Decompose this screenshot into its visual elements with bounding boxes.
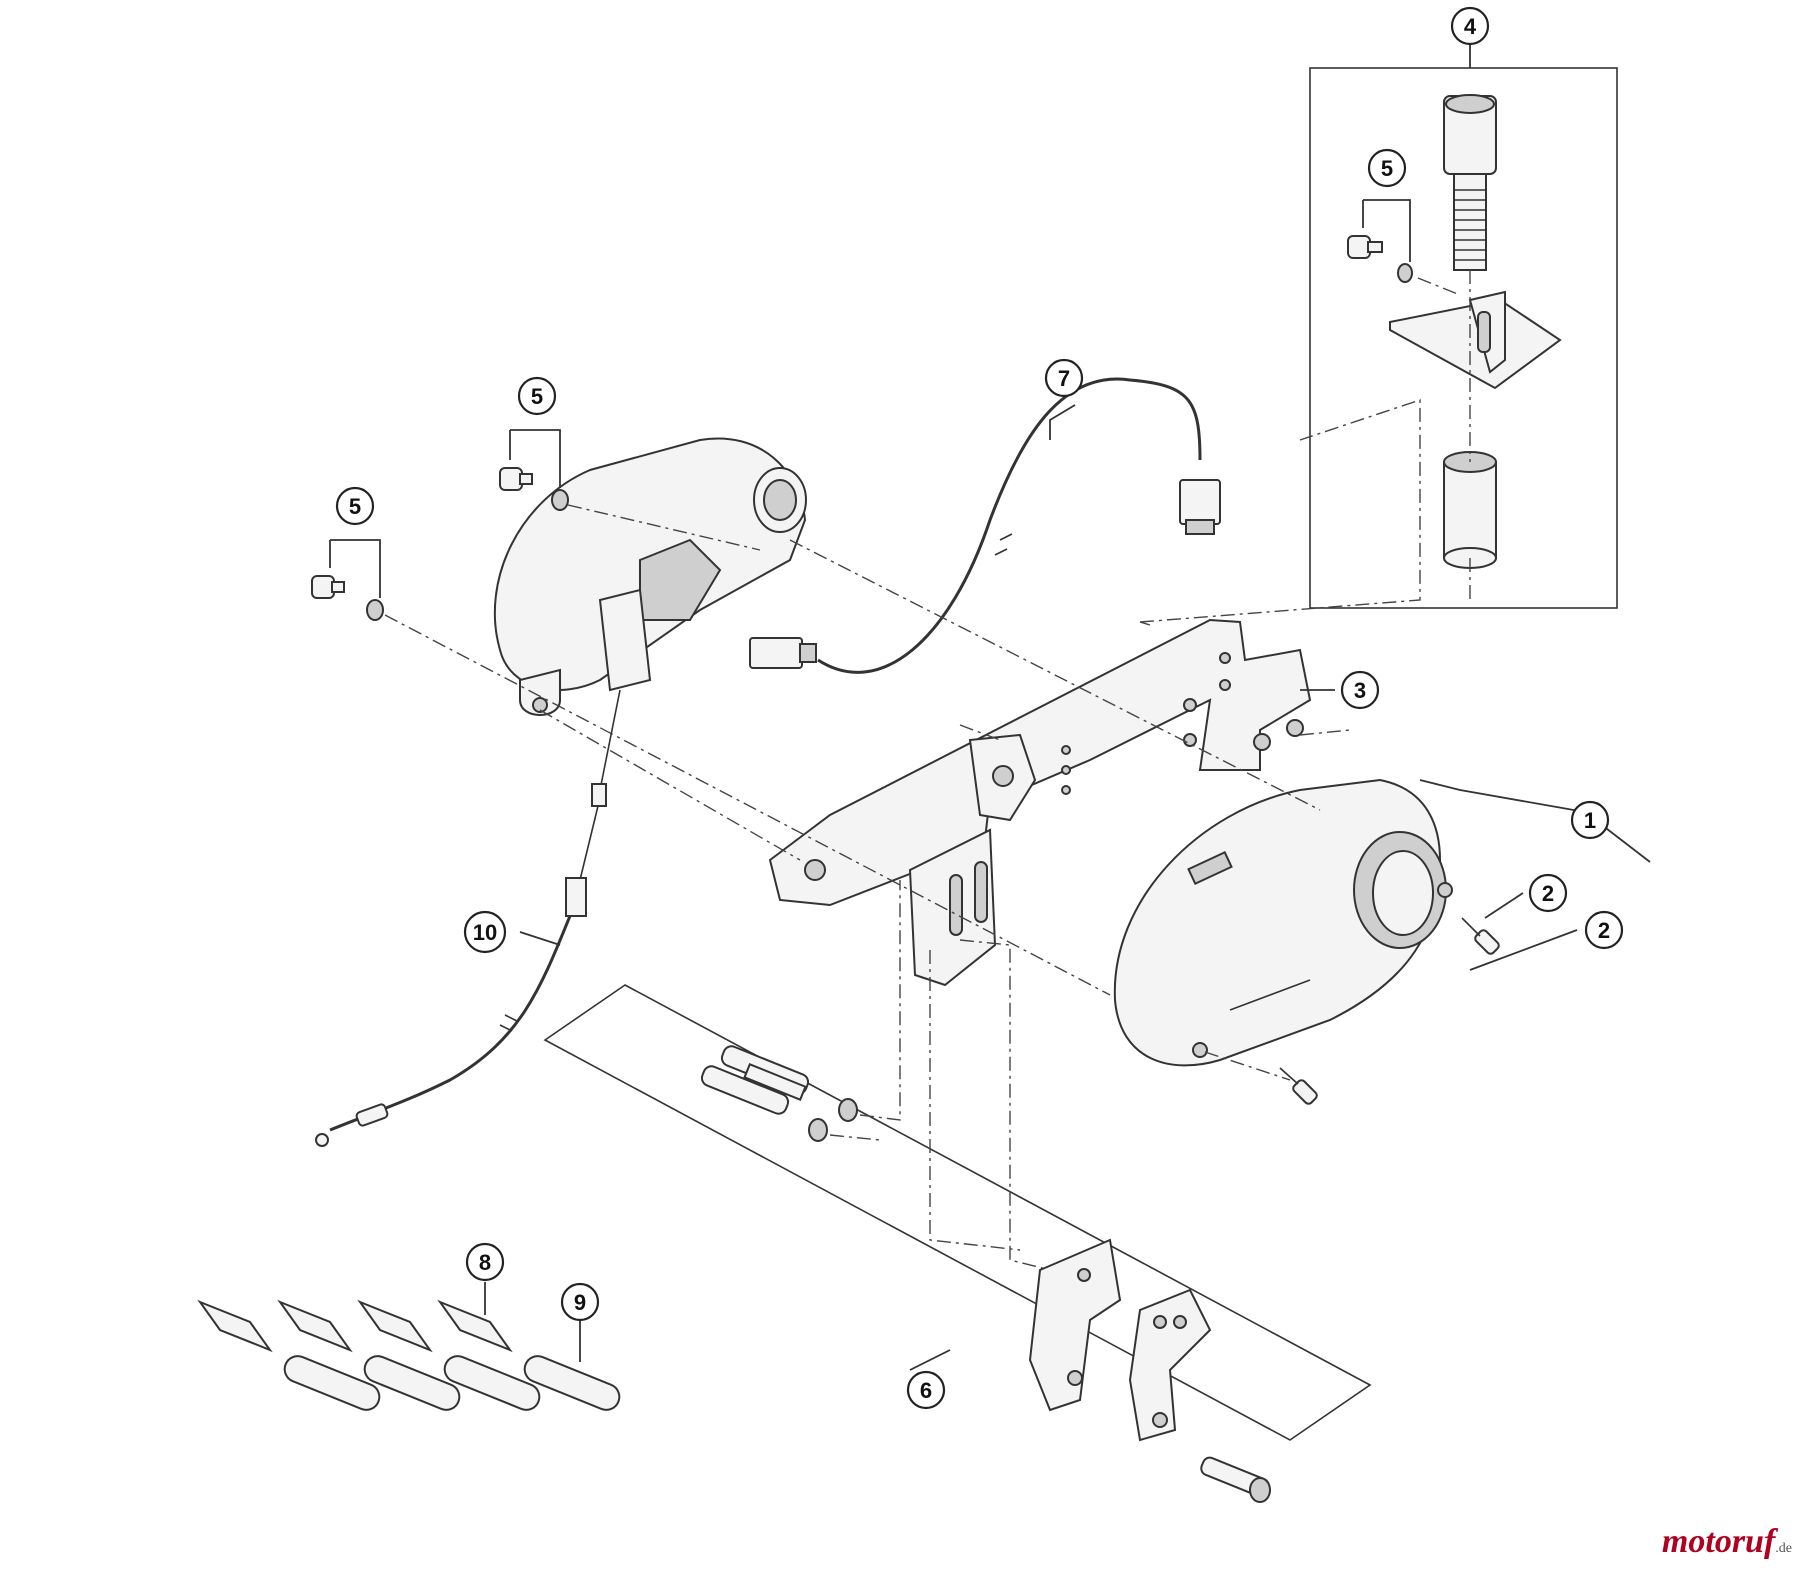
callout-7: 7 [1044,358,1084,398]
screw-washer-motor-left [311,575,384,621]
svg-text:5: 5 [531,384,543,409]
callout-10: 10 [463,910,507,954]
callout-8: 8 [465,1242,505,1282]
svg-text:2: 2 [1542,881,1554,906]
svg-text:6: 6 [920,1378,932,1403]
svg-text:8: 8 [479,1250,491,1275]
svg-text:5: 5 [349,494,361,519]
callout-2-a: 2 [1528,873,1568,913]
long-bolt [1443,94,1497,271]
watermark-tld: .de [1775,1541,1792,1556]
small-bracket [1389,290,1562,390]
group-6-frame [543,984,1372,1441]
callout-5-motor-left: 5 [335,486,375,526]
watermark-logo: motoruf.de [1662,1523,1792,1561]
motor-unit [493,437,807,716]
cover-housing [1113,778,1453,1067]
sleeve-row [283,1355,621,1411]
clamp-bolt [1200,1456,1271,1503]
svg-text:3: 3 [1354,678,1366,703]
svg-text:2: 2 [1598,918,1610,943]
terminal-row [197,1299,513,1353]
screw-washer-motor-top [499,467,569,511]
svg-text:7: 7 [1058,366,1070,391]
svg-text:10: 10 [473,920,497,945]
svg-text:4: 4 [1464,14,1477,39]
cable-10 [315,689,621,1147]
cover-screw-2 [1279,1067,1318,1105]
callout-1: 1 [1570,800,1610,840]
svg-text:9: 9 [574,1290,586,1315]
svg-text:1: 1 [1584,808,1596,833]
callout-3: 3 [1340,670,1380,710]
spacer-sleeve [1443,451,1497,569]
callout-9: 9 [560,1282,600,1322]
watermark-main: motoruf [1661,1523,1776,1560]
clamp-bracket [1028,1238,1212,1442]
cover-screw-1 [1461,917,1500,955]
callout-5-motor-top: 5 [517,376,557,416]
screw-washer-box [1347,235,1413,283]
cable-7 [817,377,1221,674]
callout-4: 4 [1450,6,1490,46]
callout-5-box: 5 [1367,148,1407,188]
group-4-frame [1309,67,1618,609]
motor-connector [749,637,817,669]
svg-text:5: 5 [1381,156,1393,181]
callout-6: 6 [906,1370,946,1410]
bolt-pair [700,1045,858,1142]
callout-2-b: 2 [1584,910,1624,950]
